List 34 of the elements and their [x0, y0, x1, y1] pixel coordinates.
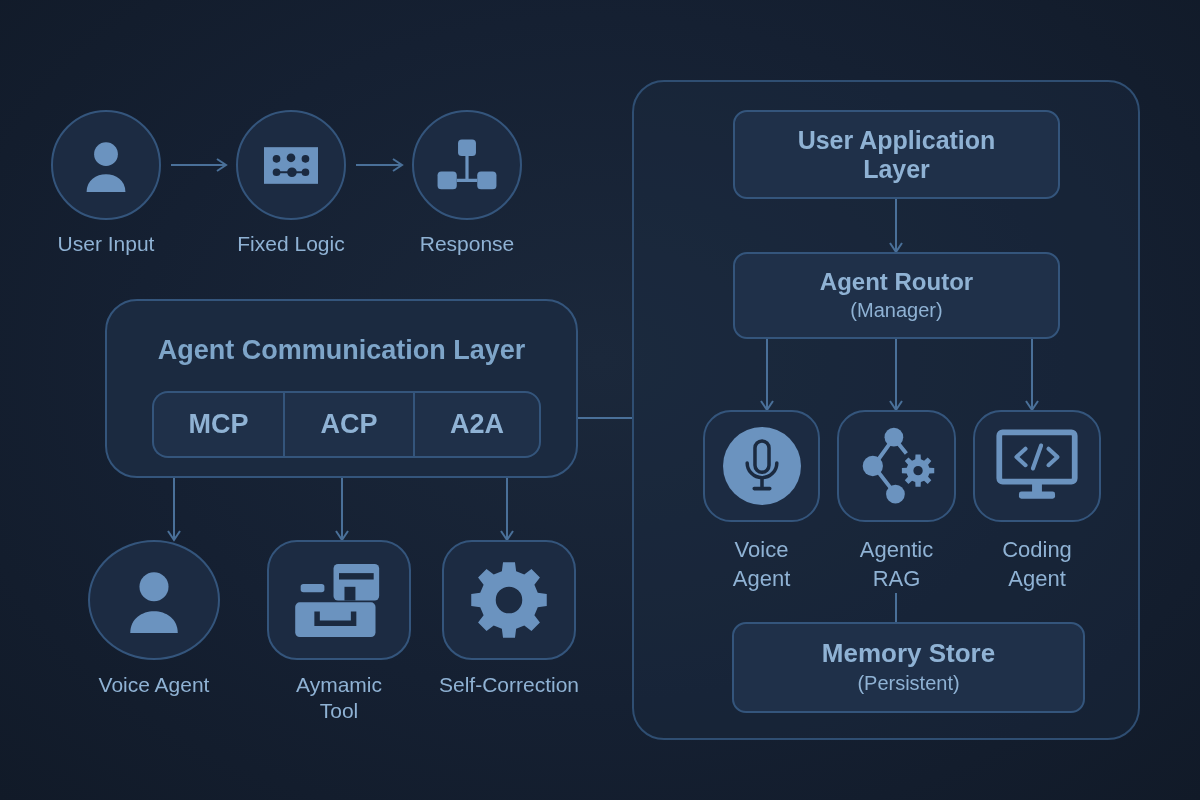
box-title: Agent Routor	[819, 266, 974, 296]
layer-box	[733, 110, 1060, 199]
container-panel	[632, 80, 1140, 740]
agent-label: Voice Agent	[97, 672, 211, 698]
agent-label: Voice Agent	[731, 536, 792, 593]
arrow	[500, 477, 514, 541]
arrow	[760, 338, 774, 411]
step-label: User Input	[56, 231, 156, 257]
arrow	[335, 477, 349, 541]
layer-box	[732, 622, 1085, 713]
box-subtitle: (Manager)	[850, 297, 943, 323]
arrow	[889, 338, 903, 411]
layer-panel	[105, 299, 578, 478]
step-label: Response	[418, 231, 516, 257]
agent-label: Coding Agent	[1001, 536, 1073, 593]
layer-box	[733, 252, 1060, 339]
agent-label: Agentic RAG	[858, 536, 935, 593]
connector-line	[577, 417, 633, 419]
arrow	[167, 477, 181, 541]
arrow	[889, 198, 903, 253]
arrow	[355, 158, 403, 172]
connector-line	[895, 592, 897, 623]
box-title: Memory Store	[821, 637, 996, 668]
protocol-segment: ACP	[283, 391, 413, 458]
protocol-segment: A2A	[413, 391, 541, 458]
arrow	[170, 158, 227, 172]
panel-title: Agent Communication Layer	[156, 334, 527, 367]
step-label: Fixed Logic	[236, 231, 346, 257]
agent-label: Self-Correction	[437, 672, 581, 698]
agent-label: Aymamic Tool	[295, 672, 383, 724]
box-title: User Application Layer	[796, 125, 997, 184]
box-subtitle: (Persistent)	[857, 670, 960, 696]
arrow	[1025, 338, 1039, 411]
protocol-segment: MCP	[152, 391, 283, 458]
